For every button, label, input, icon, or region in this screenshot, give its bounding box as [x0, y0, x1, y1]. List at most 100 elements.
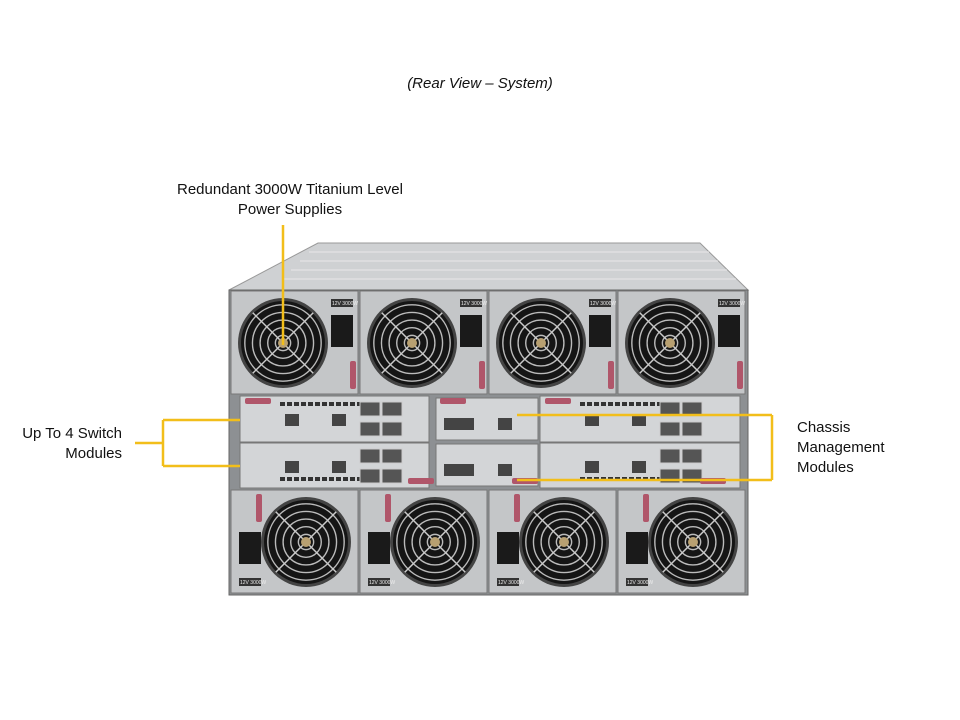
power-supply-unit: 12V 3000W	[230, 290, 359, 395]
vent	[322, 402, 327, 406]
fan-guard-ring	[646, 319, 694, 367]
fan-guard-ring	[532, 334, 550, 352]
fan-guard-ring	[525, 327, 557, 359]
fan-guard-ring	[548, 526, 580, 558]
psu-label-plate	[589, 299, 611, 307]
psu-handle	[350, 361, 356, 389]
vent	[287, 402, 292, 406]
vent	[287, 477, 292, 481]
power-supply-unit: 12V 3000W	[617, 290, 746, 395]
psu-handle	[479, 361, 485, 389]
psu-label: 12V 3000W	[590, 301, 616, 307]
psu-label: 12V 3000W	[627, 580, 653, 586]
psu-label: 12V 3000W	[498, 580, 524, 586]
fan-guard-ring	[525, 503, 603, 581]
psu-handle	[256, 494, 262, 522]
vent	[350, 402, 355, 406]
fan-guard-ring	[540, 518, 588, 566]
fan-hub	[688, 537, 698, 547]
fan-guard-ring	[654, 503, 732, 581]
vent	[280, 402, 285, 406]
psu-handle	[514, 494, 520, 522]
power-supply-unit: 12V 3000W	[488, 489, 617, 594]
rj45-port	[585, 461, 599, 473]
vent	[329, 477, 334, 481]
callout-cmm: Chassis Management Modules	[797, 419, 885, 476]
module-handle	[545, 398, 571, 404]
vent	[601, 402, 606, 406]
power-inlet	[497, 532, 519, 564]
fan-guard-ring	[419, 526, 451, 558]
psu-handle	[385, 494, 391, 522]
fan-guard-ring	[426, 533, 444, 551]
power-inlet	[460, 315, 482, 347]
vent	[608, 402, 613, 406]
fan-guard-ring	[274, 510, 338, 574]
chassis-top	[228, 242, 750, 291]
fan-guard-ring	[290, 526, 322, 558]
module-handle	[245, 398, 271, 404]
qsfp-port	[659, 448, 681, 464]
diagram-title: (Rear View – System)	[407, 75, 553, 92]
fan-guard-ring	[677, 526, 709, 558]
fan-hub	[536, 338, 546, 348]
vent	[280, 477, 285, 481]
rj45-port	[632, 414, 646, 426]
vent	[615, 402, 620, 406]
fan-guard-ring	[661, 334, 679, 352]
qsfp-port	[359, 468, 381, 484]
vent	[308, 402, 313, 406]
vent	[650, 402, 655, 406]
power-inlet	[626, 532, 648, 564]
psu-label-plate	[626, 578, 648, 586]
fan-guard-ring	[654, 327, 686, 359]
psu-label-plate	[718, 299, 740, 307]
qsfp-port	[381, 401, 403, 417]
vent	[308, 477, 313, 481]
vent	[580, 402, 585, 406]
psu-label-plate	[239, 578, 261, 586]
qsfp-port	[681, 448, 703, 464]
callout-power-supplies: Redundant 3000W Titanium Level Power Sup…	[177, 181, 403, 218]
vent	[336, 477, 341, 481]
rj45-port	[332, 461, 346, 473]
qsfp-port	[381, 468, 403, 484]
fan-hub	[301, 537, 311, 547]
power-supply-unit: 12V 3000W	[359, 489, 488, 594]
rj45-dual-port	[444, 418, 474, 430]
qsfp-port	[381, 448, 403, 464]
fan-guard-ring	[403, 510, 467, 574]
power-inlet	[718, 315, 740, 347]
fan-guard-ring	[638, 311, 702, 375]
fan-guard-ring	[661, 510, 725, 574]
fan-guard-ring	[396, 327, 428, 359]
cmm-module	[435, 397, 539, 441]
fan-hub	[665, 338, 675, 348]
psu-label: 12V 3000W	[719, 301, 745, 307]
vent	[594, 402, 599, 406]
rj45-dual-port	[444, 464, 474, 476]
vent	[343, 477, 348, 481]
vent	[629, 402, 634, 406]
qsfp-port	[359, 448, 381, 464]
switch-module	[539, 395, 741, 443]
fan-guard-ring	[380, 311, 444, 375]
qsfp-port	[659, 421, 681, 437]
qsfp-port	[359, 421, 381, 437]
fan-guard-ring	[396, 503, 474, 581]
qsfp-port	[381, 421, 403, 437]
psu-label-plate	[368, 578, 390, 586]
vent	[301, 402, 306, 406]
qsfp-port	[681, 421, 703, 437]
psu-label-plate	[460, 299, 482, 307]
fan-guard-ring	[297, 533, 315, 551]
fan-guard-ring	[388, 319, 436, 367]
qsfp-port	[359, 401, 381, 417]
fan-guard-ring	[502, 304, 580, 382]
fan-guard-ring	[509, 311, 573, 375]
fan-hub	[559, 537, 569, 547]
vent	[622, 402, 627, 406]
power-inlet	[589, 315, 611, 347]
fan-guard-ring	[267, 503, 345, 581]
